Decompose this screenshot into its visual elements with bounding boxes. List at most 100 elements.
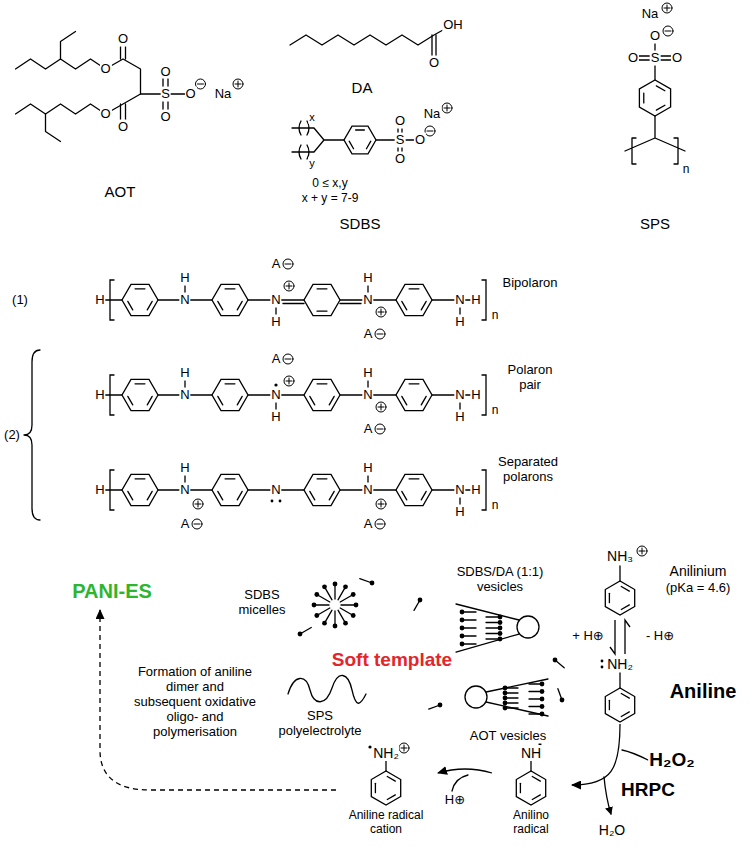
species-node: NH₂Aniline [598,656,748,722]
bond-line [135,288,145,289]
atom-label: O [159,64,171,79]
repeat-bracket [482,470,486,510]
bond-line [289,283,290,289]
atom-label: H [470,293,481,308]
bond-line [194,524,200,525]
bond-line [665,31,671,32]
atom-dot [498,615,503,620]
atom-label: H [94,483,105,498]
atom-dot [662,3,672,13]
atom-dot [425,126,435,136]
text-label: H₂O [598,822,626,838]
atom-dot [503,706,508,711]
atom-dot [663,26,673,36]
amine-group-label: NH₃ [607,548,633,564]
repeat-bracket [110,280,114,320]
bond-line [381,501,382,507]
atom-dot [460,618,465,623]
bond-line [289,378,290,384]
bond-line [387,795,395,800]
atom-dot [322,621,327,626]
atom-label: N [179,388,190,403]
atom-dot [314,613,319,618]
bond-line [147,491,152,500]
structures [16,25,686,814]
text-label: Soft template [331,649,453,671]
atom-label: N [362,388,373,403]
atom-label: O [117,119,129,134]
bond-line [128,396,133,405]
bond-line [609,593,610,602]
sps-polyelectrolyte-chain [288,675,366,703]
charge-symbol [284,281,294,291]
text-label: SPS polyelectrolyte [269,709,371,739]
benzene-ring [605,688,634,722]
benzene-ring [304,474,340,505]
atom-label: N [362,483,373,498]
atom-dot [438,703,443,708]
da-chain [290,25,452,45]
atom-dot [368,745,371,748]
bond-line [404,745,405,751]
benzene-ring [122,379,158,410]
atom-dot [370,581,375,586]
bond-line [402,396,407,405]
bond-line [317,311,327,312]
bond-line [381,309,382,315]
text-label: SDBS [339,215,382,232]
bond-line [656,86,665,91]
atom-dot [498,620,503,625]
species-label: Aniline radical cation [338,809,434,837]
peroxide-feed-arc [622,750,648,760]
atom-dot [375,329,385,339]
equilibrium-arrows [610,620,630,654]
atom-label: N [270,293,281,308]
bond-line [656,105,665,110]
chain-line [46,114,61,142]
benzene-ring [212,379,248,410]
atom-label: H [454,505,465,520]
text-label: + H⊕ [571,629,604,644]
atom-dot [333,582,338,587]
bond-line [409,478,419,479]
bond-line [532,776,540,781]
atom-dot [465,686,487,708]
atom-label: H [454,315,465,330]
bond-line [310,491,315,500]
benzene-ring [344,126,376,154]
bond-line [225,478,235,479]
atom-label: H [179,271,190,286]
atom-dot [283,259,293,269]
atom-dot [312,603,317,608]
benzene-ring [304,284,340,315]
atom-dot [503,701,508,706]
atom-dot [460,626,465,631]
bond-line [381,404,382,410]
species-node: NH₂Aniline radical cation [338,745,436,853]
atom-dot [375,519,385,529]
atom-label: n [491,499,500,513]
charge-symbol [442,103,452,113]
reaction-arrow [438,769,492,773]
atom-label: H [454,410,465,425]
atom-label: A [271,352,282,367]
bond-line [218,301,223,310]
bond-line [366,141,370,149]
atom-dot [274,383,277,386]
bond-line [356,129,365,130]
atom-label: H [270,410,281,425]
atom-dot [460,642,465,647]
atom-dot [498,637,503,642]
text-label: - H⊕ [645,629,675,644]
bond-line [377,524,383,525]
atom-label: A [363,517,374,532]
atom-label: O [671,51,683,66]
species-label: Aniline [670,680,737,703]
benzene-ring [122,284,158,315]
text-label: (2) [3,428,21,443]
atom-dot [540,682,545,687]
bond-line [128,491,133,500]
atom-dot [333,624,338,629]
atom-label: O [184,87,196,102]
